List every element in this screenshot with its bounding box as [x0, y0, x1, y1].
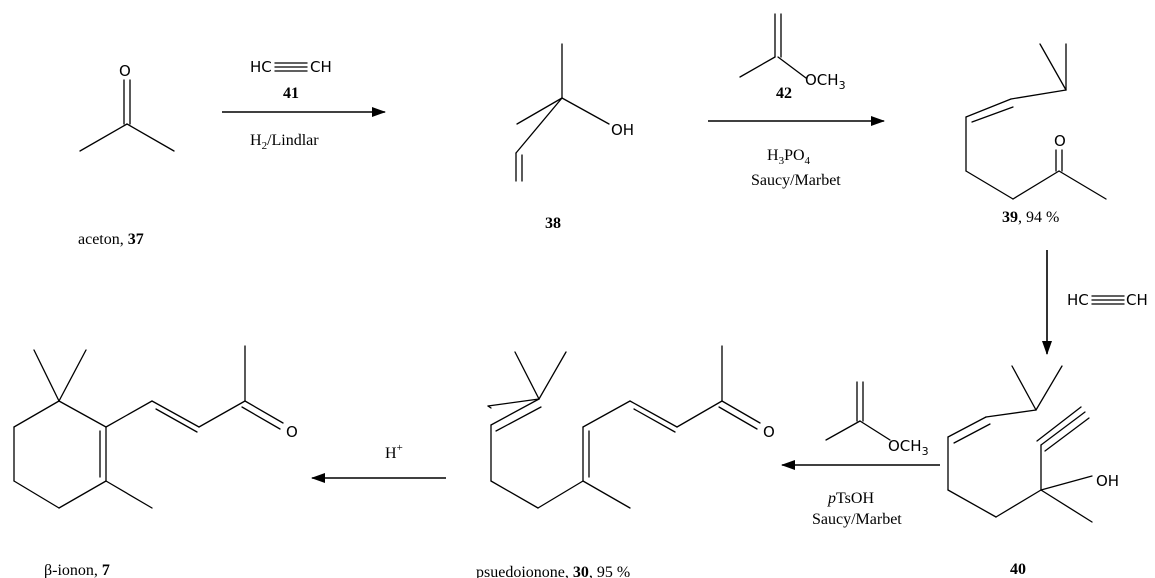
beta-ionone-oxygen: O: [286, 423, 298, 441]
compound-39-oxygen: O: [1054, 132, 1066, 150]
svg-text:CH: CH: [310, 58, 332, 76]
acetone-oxygen: O: [119, 62, 131, 80]
compound-38-structure: OH: [515, 43, 634, 182]
step2-reagent-number: 42: [776, 85, 792, 102]
step2-reagent-methoxy: OCH3: [805, 71, 846, 92]
label-38: 38: [545, 215, 561, 232]
step1-conditions: H2/Lindlar: [250, 132, 319, 152]
step4-acid: pTsOH: [827, 490, 874, 507]
label-pseudoionone: psuedoionone, 30, 95 %: [476, 564, 630, 578]
label-acetone: aceton, 37: [78, 231, 144, 248]
label-40: 40: [1010, 561, 1026, 578]
label-beta-ionone: β-ionon, 7: [44, 562, 110, 578]
svg-text:CH: CH: [1126, 291, 1148, 309]
svg-text:HC: HC: [250, 58, 272, 76]
step1-reagent-acetylene: HC CH: [250, 58, 332, 76]
compound-38-hydroxyl: OH: [611, 121, 634, 139]
beta-ionone-structure: O: [13, 345, 298, 509]
acetone-structure: O: [79, 62, 175, 152]
step2-acid: H3PO4: [767, 147, 811, 167]
compound-40-structure: OH: [947, 365, 1119, 523]
pseudoionone-oxygen: O: [763, 423, 775, 441]
step5-reagent: H+: [385, 442, 403, 462]
step1-reagent-number: 41: [283, 85, 299, 102]
svg-text:HC: HC: [1067, 291, 1089, 309]
compound-39-structure: O: [965, 43, 1107, 200]
step4-reagent-structure: OCH3: [825, 381, 929, 458]
step2-reagent-structure: OCH3: [739, 13, 846, 92]
step3-reagent-acetylene: HC CH: [1067, 291, 1148, 309]
step2-method: Saucy/Marbet: [751, 172, 841, 189]
compound-40-hydroxyl: OH: [1096, 472, 1119, 490]
label-39: 39, 94 %: [1002, 209, 1059, 226]
pseudoionone-structure: O: [487, 345, 775, 509]
step4-method: Saucy/Marbet: [812, 511, 902, 528]
step4-reagent-methoxy: OCH3: [888, 437, 929, 458]
